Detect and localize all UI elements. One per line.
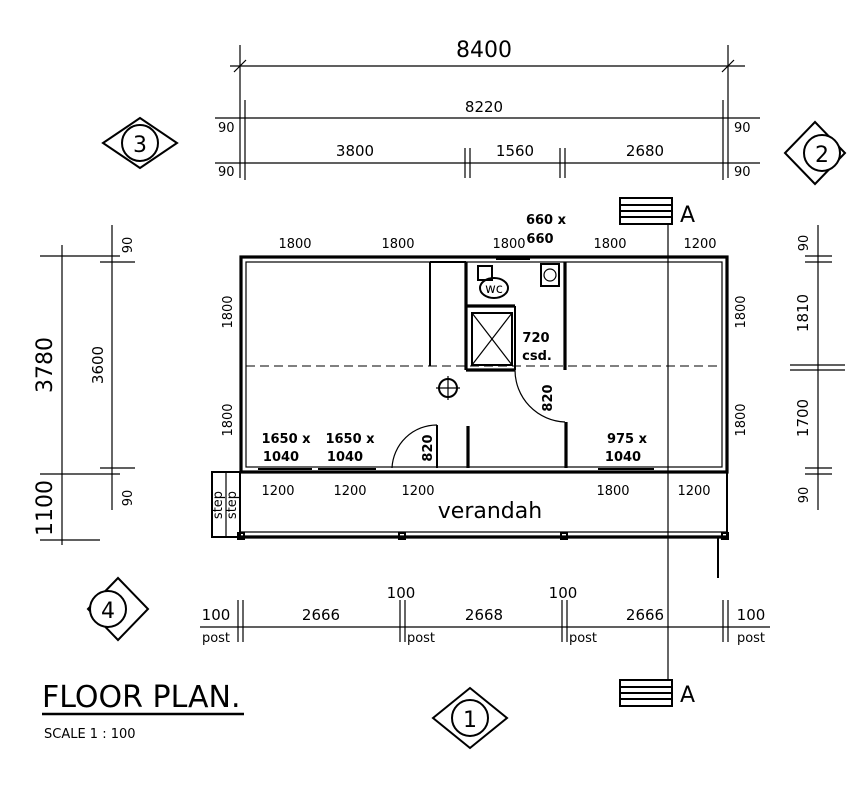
svg-text:90: 90 (797, 235, 812, 252)
overall-width-dim: 8400 (456, 38, 512, 63)
svg-text:A: A (680, 203, 695, 228)
svg-text:2668: 2668 (465, 606, 503, 624)
section-mark-top: A (619, 197, 695, 228)
svg-text:1800: 1800 (734, 403, 749, 436)
segment-dim-2: 1560 (496, 142, 534, 160)
svg-text:820: 820 (541, 384, 556, 411)
svg-text:1800: 1800 (221, 403, 236, 436)
svg-text:90: 90 (121, 490, 136, 507)
svg-text:100: 100 (202, 606, 231, 624)
svg-text:post: post (407, 631, 435, 646)
svg-text:820: 820 (421, 434, 436, 461)
svg-text:660: 660 (526, 232, 553, 247)
svg-text:1800: 1800 (596, 484, 629, 499)
svg-text:1200: 1200 (261, 484, 294, 499)
verandah-label: verandah (438, 499, 542, 524)
section-mark-bottom: A (619, 679, 695, 708)
wall-dimensions: 1800 1800 1800 1800 1200 1200 1200 1200 … (221, 237, 749, 499)
wc-label: wc (485, 282, 503, 297)
svg-text:3: 3 (133, 133, 147, 158)
svg-text:2666: 2666 (626, 606, 664, 624)
inner-width-dim: 8220 (465, 98, 503, 116)
drawing-title: FLOOR PLAN. SCALE 1 : 100 (42, 680, 244, 742)
right-dimensions: 90 1810 1700 90 (790, 225, 845, 510)
svg-text:A: A (680, 683, 695, 708)
svg-text:1650 x: 1650 x (261, 432, 311, 447)
bottom-dimensions: 100 100 100 100 2666 2668 2666 post post… (200, 584, 770, 646)
svg-text:720: 720 (522, 331, 549, 346)
svg-text:1800: 1800 (221, 295, 236, 328)
svg-text:1650 x: 1650 x (325, 432, 375, 447)
svg-text:1800: 1800 (278, 237, 311, 252)
svg-text:90: 90 (121, 237, 136, 254)
building-walls: wc (239, 255, 729, 474)
svg-text:1800: 1800 (492, 237, 525, 252)
step-label-2: step (225, 491, 240, 519)
plan-scale: SCALE 1 : 100 (44, 727, 136, 742)
marker-1: 1 (431, 686, 509, 750)
top-left-edge-dim: 90 (218, 121, 235, 136)
svg-text:975 x: 975 x (607, 432, 648, 447)
overall-depth-dim: 3780 (33, 337, 58, 393)
svg-text:1040: 1040 (327, 450, 363, 465)
marker-3: 3 (101, 116, 179, 170)
svg-text:post: post (569, 631, 597, 646)
svg-text:1040: 1040 (263, 450, 299, 465)
verandah: verandah step step (211, 471, 729, 578)
top-left-edge-dim-2: 90 (218, 165, 235, 180)
opening-labels: 660 x 660 720 csd. 820 820 1650 x 1040 1… (261, 213, 647, 465)
step-label-1: step (211, 491, 226, 519)
svg-text:1: 1 (463, 708, 477, 733)
svg-text:1200: 1200 (333, 484, 366, 499)
right-upper-dim: 1810 (794, 294, 812, 332)
inner-depth-dim: 3600 (89, 346, 107, 384)
svg-text:2: 2 (815, 143, 829, 168)
segment-dim-3: 2680 (626, 142, 664, 160)
svg-text:1200: 1200 (683, 237, 716, 252)
svg-text:100: 100 (549, 584, 578, 602)
svg-text:1800: 1800 (734, 295, 749, 328)
svg-text:post: post (202, 631, 230, 646)
svg-text:csd.: csd. (522, 349, 552, 364)
svg-text:1200: 1200 (677, 484, 710, 499)
top-right-edge-dim: 90 (734, 121, 751, 136)
top-right-edge-dim-2: 90 (734, 165, 751, 180)
svg-text:1800: 1800 (593, 237, 626, 252)
left-dimensions: 3780 1100 3600 90 90 (33, 225, 136, 545)
svg-text:post: post (737, 631, 765, 646)
right-lower-dim: 1700 (794, 399, 812, 437)
svg-text:100: 100 (737, 606, 766, 624)
svg-text:1200: 1200 (401, 484, 434, 499)
svg-text:2666: 2666 (302, 606, 340, 624)
marker-4: 4 (86, 576, 150, 642)
marker-2: 2 (783, 120, 847, 186)
svg-text:1800: 1800 (381, 237, 414, 252)
svg-text:1040: 1040 (605, 450, 641, 465)
svg-text:660 x: 660 x (526, 213, 567, 228)
segment-dim-1: 3800 (336, 142, 374, 160)
svg-text:90: 90 (797, 487, 812, 504)
plan-title: FLOOR PLAN. (42, 680, 241, 715)
top-dimensions: 8400 8220 90 90 3800 1560 2680 90 90 (215, 38, 760, 180)
svg-text:4: 4 (101, 599, 115, 624)
svg-text:100: 100 (387, 584, 416, 602)
verandah-depth-dim: 1100 (33, 480, 58, 536)
